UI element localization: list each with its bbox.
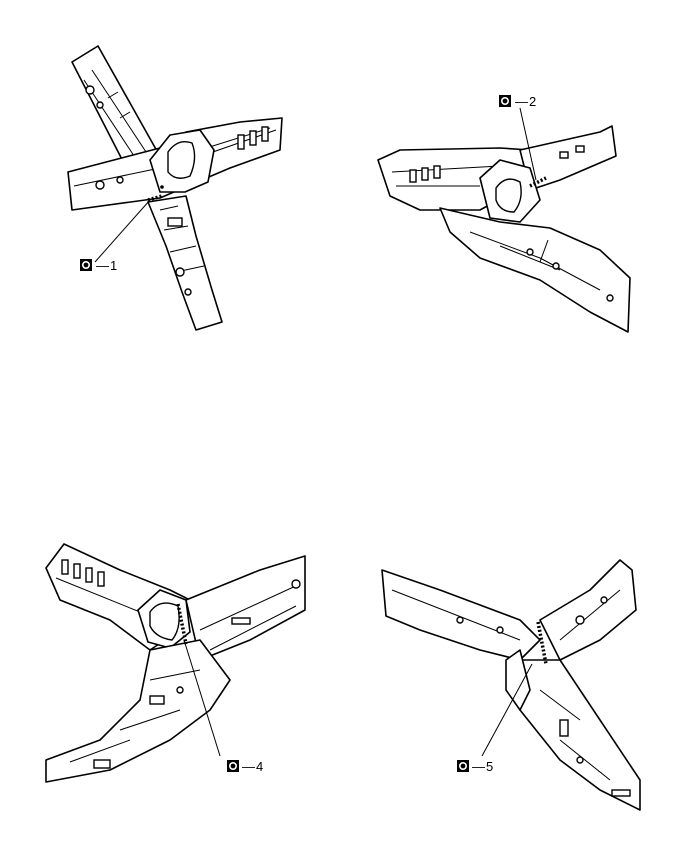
callout-label: 5: [486, 759, 493, 774]
view-2-frame-joint: [377, 107, 631, 333]
callout-label: 1: [110, 258, 117, 273]
callout-5: — 5: [457, 759, 493, 774]
view-1-frame-joint: [67, 45, 283, 331]
callout-1: — 1: [80, 258, 117, 273]
weld-point-icon: [499, 95, 511, 107]
callout-prefix: —: [96, 258, 109, 273]
callout-prefix: —: [242, 759, 255, 774]
callout-2: — 2: [499, 94, 536, 109]
callout-4: — 4: [227, 759, 263, 774]
weld-point-icon: [457, 760, 469, 772]
callout-label: 4: [256, 759, 263, 774]
callout-label: 2: [529, 94, 536, 109]
callout-prefix: —: [515, 94, 528, 109]
callout-prefix: —: [472, 759, 485, 774]
view-5-frame-joint: [381, 559, 641, 811]
view-4-frame-joint: [45, 543, 306, 783]
weld-point-icon: [227, 760, 239, 772]
weld-point-icon: [80, 259, 92, 271]
